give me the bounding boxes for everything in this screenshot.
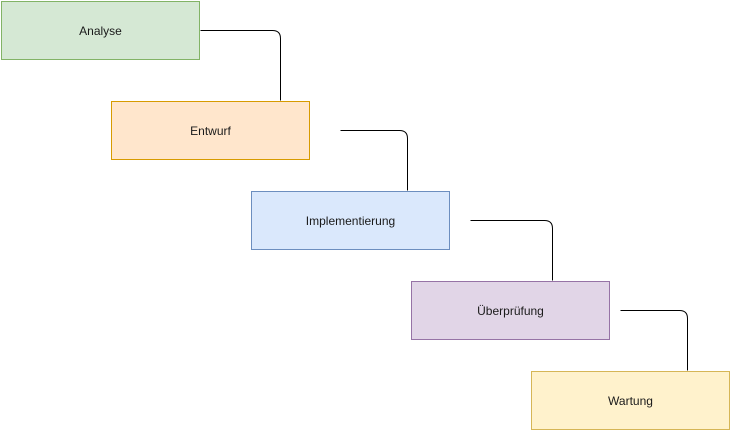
- phase-box-entwurf[interactable]: Entwurf: [111, 101, 310, 160]
- phase-label-analyse: Analyse: [79, 23, 122, 38]
- phase-label-wartung: Wartung: [608, 393, 653, 408]
- phase-box-analyse[interactable]: Analyse: [1, 1, 200, 60]
- connector-ueberpruefung-wartung: [620, 310, 688, 371]
- phase-box-implementierung[interactable]: Implementierung: [251, 191, 450, 250]
- connector-entwurf-implementierung: [340, 130, 408, 191]
- phase-label-ueberpruefung: Überprüfung: [477, 303, 544, 318]
- phase-box-ueberpruefung[interactable]: Überprüfung: [411, 281, 610, 340]
- phase-box-wartung[interactable]: Wartung: [531, 371, 730, 430]
- connector-analyse-entwurf: [200, 30, 281, 101]
- phase-label-entwurf: Entwurf: [190, 123, 231, 138]
- connector-implementierung-ueberpruefung: [470, 220, 553, 281]
- phase-label-implementierung: Implementierung: [305, 213, 396, 228]
